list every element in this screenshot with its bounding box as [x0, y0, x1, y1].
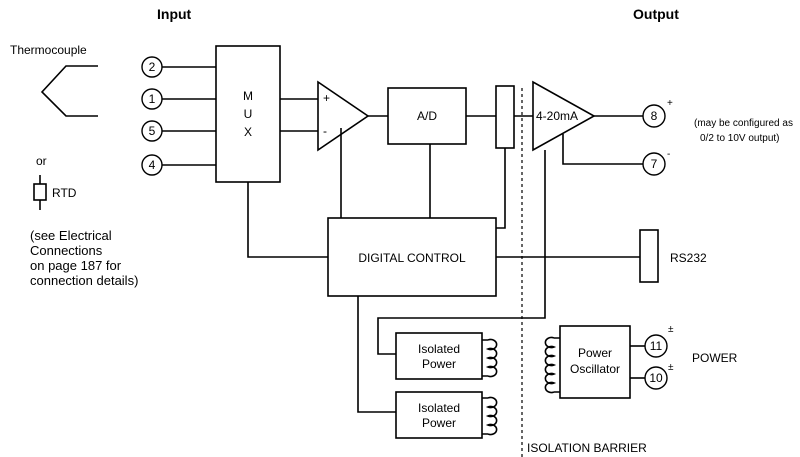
- signal-isolator: [495, 85, 515, 149]
- note-line-3: on page 187 for: [30, 258, 122, 273]
- output-heading: Output: [633, 6, 679, 22]
- output-terminal-7-sign: -: [667, 149, 670, 160]
- output-terminal-8-label: 8: [651, 109, 658, 123]
- input-terminal-4: 4: [141, 154, 216, 176]
- ad-label: A/D: [417, 109, 437, 123]
- power-oscillator-block: [559, 325, 631, 399]
- isolated-power-2-line: [357, 296, 396, 413]
- power-terminal-11-label: 11: [650, 339, 663, 353]
- transformer-coil-2: [482, 396, 498, 436]
- rtd-label: RTD: [52, 186, 77, 200]
- note-line-4: connection details): [30, 273, 138, 288]
- power-oscillator-label-2: Oscillator: [570, 362, 620, 376]
- output-terminal-7: 7 -: [642, 149, 670, 176]
- ad-block: [387, 87, 467, 145]
- thermocouple-label: Thermocouple: [10, 43, 87, 57]
- input-terminal-2: 2: [141, 56, 216, 78]
- rs232-label: RS232: [670, 251, 707, 265]
- input-heading: Input: [157, 6, 192, 22]
- rtd-symbol: [33, 175, 47, 210]
- mux-label-x: X: [244, 125, 252, 139]
- input-terminal-2-label: 2: [149, 60, 156, 74]
- isolator-control-line: [496, 148, 506, 229]
- isolated-power-1-block: [395, 332, 483, 380]
- input-terminal-5-label: 5: [149, 124, 156, 138]
- power-terminal-10-label: 10: [649, 371, 663, 385]
- power-oscillator-label-1: Power: [578, 346, 612, 360]
- output-minus-line: [562, 134, 643, 165]
- output-terminal-8-sign: +: [667, 98, 673, 109]
- output-stage-power-line: [377, 150, 546, 355]
- mux-label-m: M: [243, 89, 253, 103]
- oscillator-coil: [544, 336, 560, 394]
- mux-block: [215, 45, 281, 183]
- amp-minus-sign: -: [323, 124, 327, 138]
- input-terminal-1: 1: [141, 88, 216, 110]
- input-terminal-1-label: 1: [149, 92, 156, 106]
- isolation-barrier-label: ISOLATION BARRIER: [527, 441, 647, 455]
- digital-control-block: [327, 217, 497, 297]
- output-terminal-7-label: 7: [651, 157, 658, 171]
- transformer-coil-1: [482, 338, 498, 378]
- power-terminal-10: 10 ±: [644, 362, 674, 390]
- power-terminal-11: 11 ±: [644, 324, 674, 358]
- isolated-power-1-label-1: Isolated: [418, 342, 460, 356]
- isolated-power-2-label-2: Power: [422, 416, 456, 430]
- rs232-port: [639, 229, 659, 283]
- connection-note: (see Electrical Connections on page 187 …: [30, 228, 138, 288]
- thermocouple-symbol: [40, 65, 98, 117]
- output-terminal-8: 8 +: [642, 98, 673, 128]
- isolated-power-1-label-2: Power: [422, 357, 456, 371]
- amplifier: [317, 80, 370, 152]
- mux-label-u: U: [244, 107, 253, 121]
- input-terminal-4-label: 4: [149, 158, 156, 172]
- power-terminal-10-sign: ±: [668, 362, 674, 373]
- output-note-line-1: (may be configured as: [694, 118, 793, 129]
- note-line-1: (see Electrical: [30, 228, 112, 243]
- output-stage: [532, 80, 596, 152]
- power-terminal-11-sign: ±: [668, 324, 674, 335]
- isolated-power-2-label-1: Isolated: [418, 401, 460, 415]
- input-terminal-5: 5: [141, 120, 216, 142]
- digital-control-label: DIGITAL CONTROL: [358, 251, 466, 265]
- power-label: POWER: [692, 351, 738, 365]
- amp-plus-sign: +: [323, 91, 330, 105]
- isolated-power-2-block: [395, 391, 483, 439]
- output-note-line-2: 0/2 to 10V output): [700, 133, 780, 144]
- mux-control-line: [247, 182, 328, 258]
- note-line-2: Connections: [30, 243, 103, 258]
- or-label: or: [36, 154, 47, 168]
- output-stage-label: 4-20mA: [536, 109, 578, 123]
